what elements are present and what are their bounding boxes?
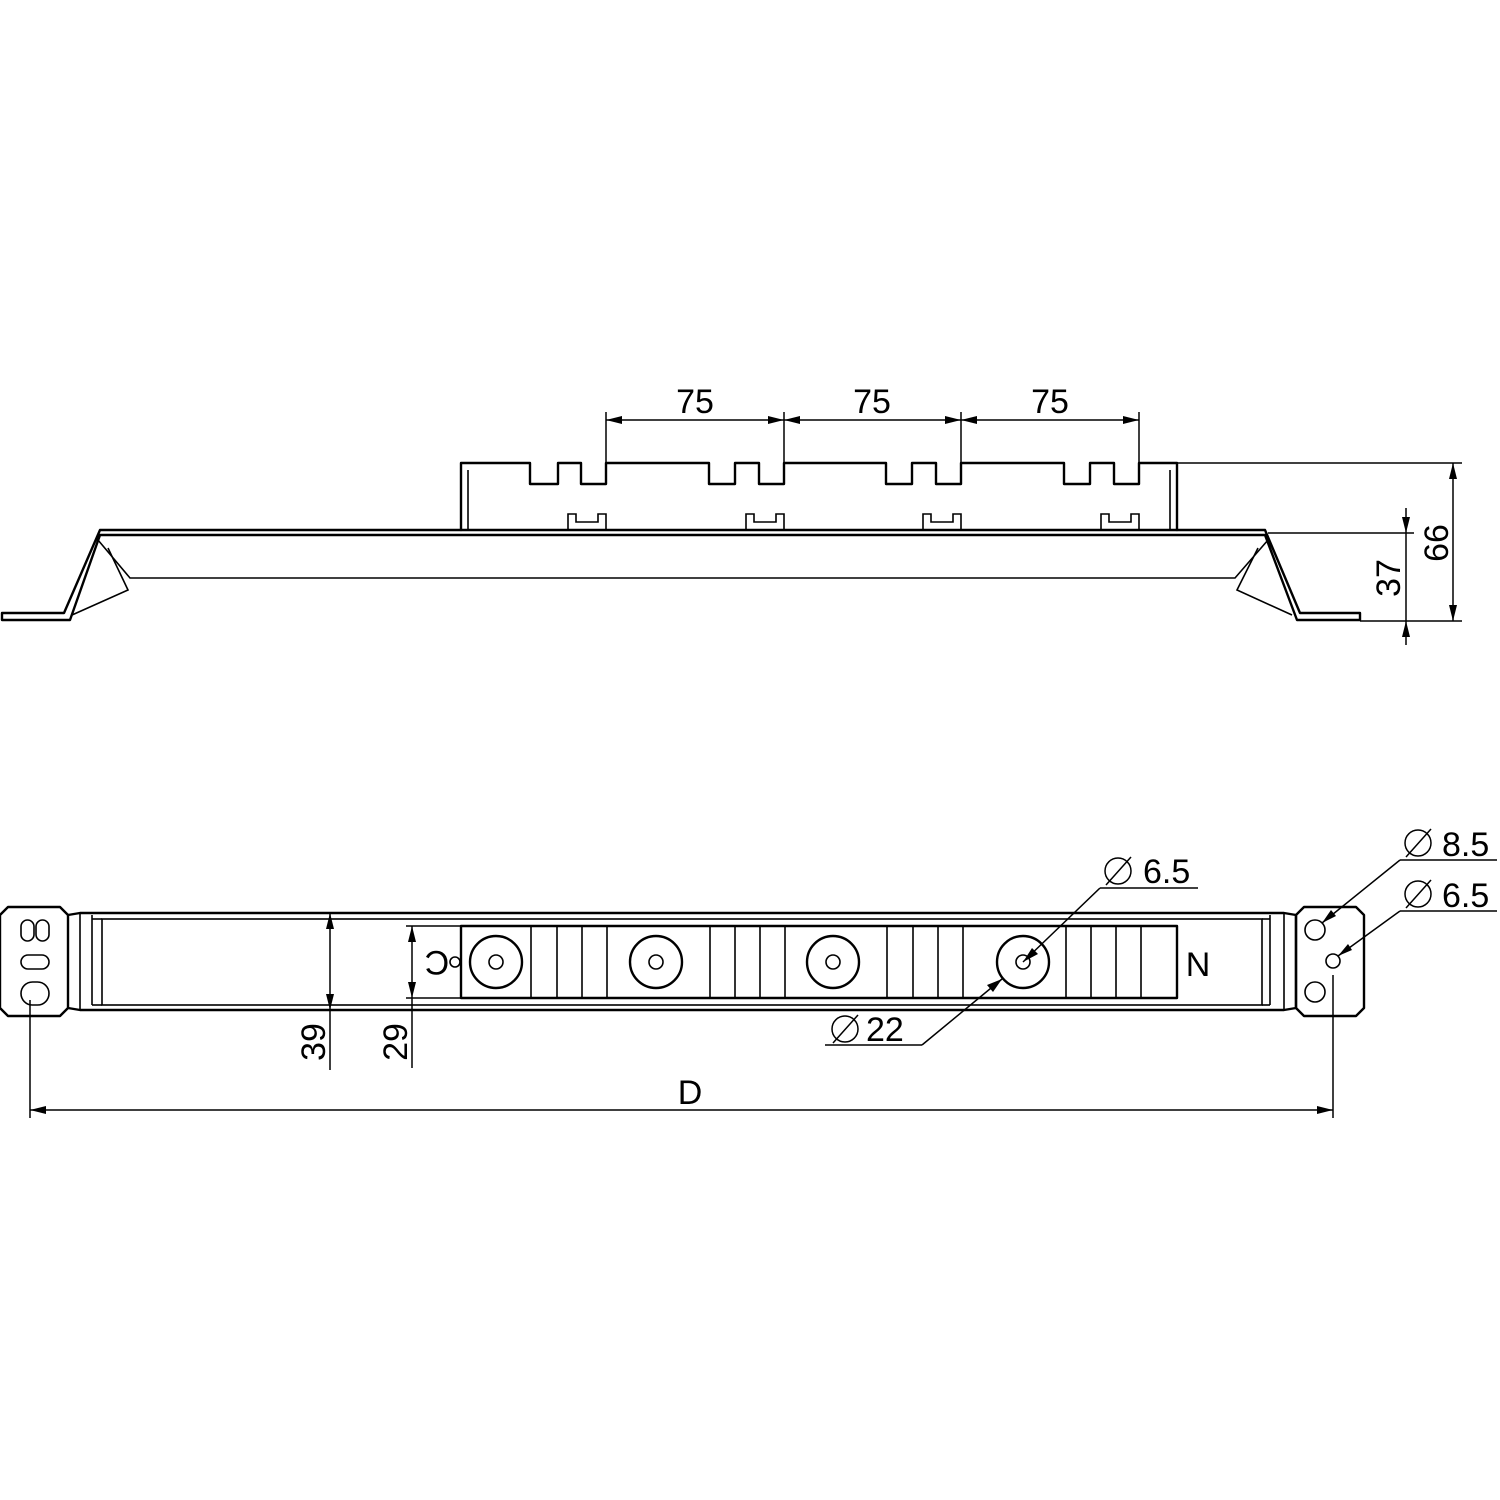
socket-bosses — [468, 934, 1051, 990]
end-hole-small-label: 6.5 — [1442, 877, 1489, 915]
height-total-label: 66 — [1418, 524, 1456, 562]
width-inner-dimension: 29 — [377, 925, 461, 1068]
hole-diameter-label: 6.5 — [1143, 853, 1190, 891]
height-body-label: 37 — [1370, 559, 1408, 597]
pitch-label-2: 75 — [853, 383, 891, 421]
pitch-dimension: 75 75 75 — [605, 383, 1140, 462]
pitch-label-1: 75 — [676, 383, 714, 421]
end-hole-large-label: 8.5 — [1442, 826, 1489, 864]
end-plate-right — [1294, 905, 1366, 1018]
end-plate-left — [0, 905, 70, 1018]
width-outer-dimension: 39 — [295, 913, 334, 1070]
diameter-symbol-icon — [831, 1015, 859, 1043]
end-hole-small — [1325, 953, 1341, 969]
marker-n: N — [1186, 946, 1211, 984]
plan-view: C N 39 29 6.5 — [0, 826, 1497, 1118]
diameter-symbol-icon — [1104, 857, 1132, 885]
length-dimension: D — [29, 975, 1334, 1118]
length-label: D — [678, 1074, 703, 1112]
boss-callout: 22 — [825, 978, 1003, 1049]
boss-diameter-label: 22 — [866, 1011, 904, 1049]
side-view-clips — [567, 513, 1140, 530]
diameter-symbol-icon — [1404, 829, 1432, 857]
side-view-comb-block — [459, 461, 1179, 532]
pitch-label-3: 75 — [1031, 383, 1069, 421]
end-hole-large — [1304, 919, 1326, 941]
width-outer-label: 39 — [295, 1023, 333, 1061]
hole-callout: 6.5 — [1022, 853, 1198, 963]
side-view-tray — [0, 528, 1362, 622]
socket-module — [449, 924, 1179, 1000]
plan-bar-body — [66, 911, 1298, 1012]
diameter-symbol-icon — [1404, 880, 1432, 908]
width-inner-label: 29 — [377, 1023, 415, 1061]
end-hole-large-callout: 8.5 — [1321, 826, 1497, 924]
side-view: 75 75 75 66 37 — [0, 383, 1462, 645]
end-hole-small-callout: 6.5 — [1337, 877, 1497, 957]
marker-c: C — [425, 943, 450, 981]
height-dimension: 66 37 — [1177, 462, 1462, 645]
